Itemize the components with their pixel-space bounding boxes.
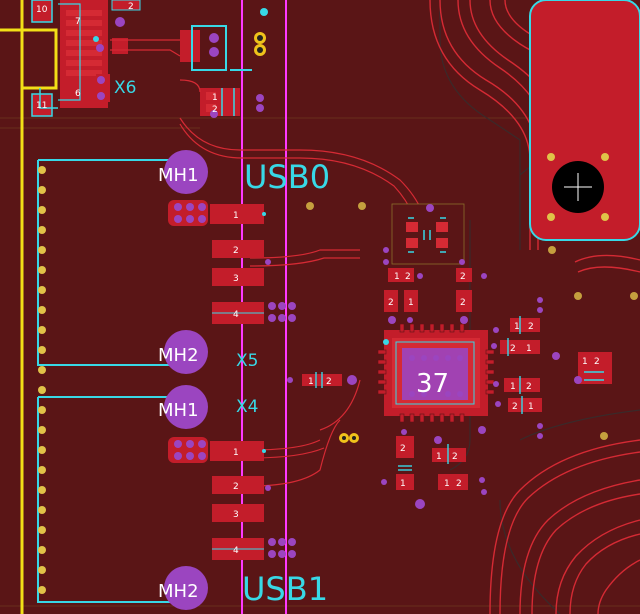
passive-label: 1	[444, 479, 450, 489]
usb0-pin-4: 4	[233, 310, 239, 320]
pin-label-2-top: 2	[128, 2, 134, 12]
usb0-pin-2: 2	[233, 246, 239, 256]
passive-label: 2	[212, 105, 218, 115]
usb1-mh1-label: MH1	[158, 400, 199, 421]
passive-label: 1	[394, 272, 400, 282]
differential-traces-right	[429, 0, 640, 614]
crystal-component[interactable]	[391, 203, 465, 265]
usb1-mh2-label: MH2	[158, 581, 199, 602]
pin-label-7: 7	[75, 17, 81, 27]
usb1-pin-3: 3	[233, 510, 239, 520]
usb0-pin-1: 1	[233, 211, 239, 221]
usb1-pin-4: 4	[233, 546, 239, 556]
passive-label: 2	[526, 382, 532, 392]
passive-label: 2	[512, 402, 518, 412]
passive-label: 1	[400, 479, 406, 489]
usb0-mounting-hole-mh1[interactable]	[164, 150, 208, 194]
usb0-connector[interactable]: MH1 MH2 1 2 3 4	[37, 150, 296, 394]
usb1-pin-2: 2	[233, 482, 239, 492]
passive-label: 2	[405, 272, 411, 282]
passive-label: 2	[460, 298, 466, 308]
vias	[306, 202, 638, 440]
usb1-mounting-hole-mh2[interactable]	[164, 566, 208, 610]
passive-label: 2	[510, 344, 516, 354]
passive-label: 1	[526, 344, 532, 354]
passive-label: 2	[452, 452, 458, 462]
pin-label-11: 11	[36, 101, 47, 111]
passive-label: 1	[212, 93, 218, 103]
usb0-mh1-label: MH1	[158, 165, 199, 186]
usb1-pin-1: 1	[233, 448, 239, 458]
passive-label: 2	[400, 444, 406, 454]
passive-label: 1	[510, 382, 516, 392]
passive-label: 1	[514, 322, 520, 332]
passive-label: 2	[456, 479, 462, 489]
designator-x5[interactable]: X5	[236, 351, 258, 371]
mounting-hole-top-right[interactable]	[529, 0, 640, 241]
usb0-pin-3: 3	[233, 274, 239, 284]
pin-label-10: 10	[36, 5, 48, 15]
usb0-title[interactable]: USB0	[244, 158, 330, 196]
passive-label: 2	[388, 298, 394, 308]
board-edge	[0, 0, 58, 614]
passive-label: 1	[528, 402, 534, 412]
passive-label: 2	[594, 357, 600, 367]
designator-x4[interactable]: X4	[236, 397, 258, 417]
passive-label: 1	[308, 377, 314, 387]
passive-label: 1	[436, 452, 442, 462]
passive-components[interactable]: 1 2 2 1 2 2 1 2 2 1 1 2 2 1 1 2	[287, 247, 612, 509]
passive-label: 2	[460, 272, 466, 282]
pin-label-6: 6	[75, 89, 81, 99]
passive-label: 2	[326, 377, 332, 387]
designator-x6[interactable]: X6	[114, 78, 136, 98]
usb0-mh2-label: MH2	[158, 345, 199, 366]
hub-ic-37[interactable]: 37	[377, 323, 495, 423]
passive-label: 1	[582, 357, 588, 367]
usb1-mounting-hole-mh1[interactable]	[164, 385, 208, 429]
passive-label: 1	[408, 298, 414, 308]
passive-label: 2	[528, 322, 534, 332]
usb1-connector[interactable]: MH1 MH2 1 2 3 4	[37, 385, 296, 610]
usb0-mounting-hole-mh2[interactable]	[164, 330, 208, 374]
hub-ic-label: 37	[416, 369, 449, 399]
usb1-title[interactable]: USB1	[242, 570, 328, 608]
